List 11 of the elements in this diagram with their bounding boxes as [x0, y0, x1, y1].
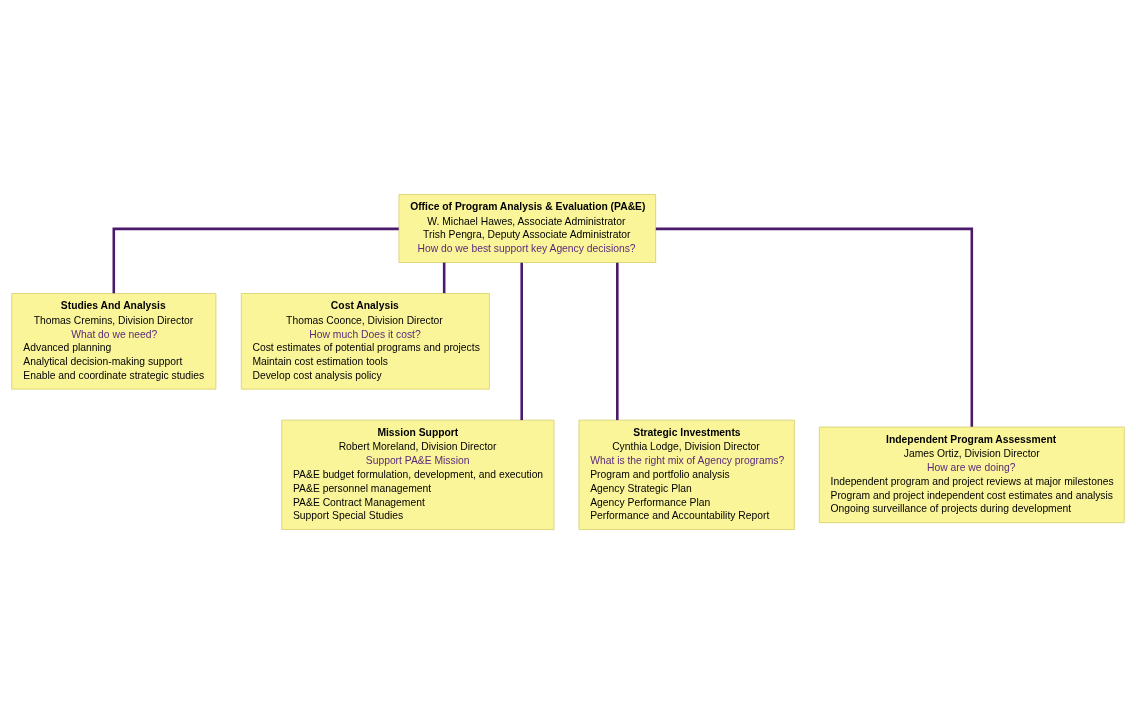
- connector: [112, 227, 399, 293]
- connector: [655, 227, 974, 427]
- connector: [616, 262, 619, 420]
- connector: [520, 262, 523, 420]
- node-box: Independent Program Assessment James Ortiz, Division Director How are we doing? Independent program and project reviews at major milestones Program and project independent cost estimates and analysis Ongoing surveillance of projects during development: [818, 426, 1125, 523]
- node-box: Mission Support Robert Moreland, Division Director Support PA&E Mission PA&E budget formulation, development, and execution PA&E personnel management PA&E Contract Management Support Special Studies: [281, 419, 555, 530]
- node-box: Studies And Analysis Thomas Cremins, Division Director What do we need? Advanced planning Analytical decision-making support Enable and coordinate strategic studies: [11, 292, 217, 390]
- node-box: Strategic Investments Cynthia Lodge, Division Director What is the right mix of Agency programs? Program and portfolio analysis Agency Strategic Plan Agency Performance Plan Performance and Accountability Report: [578, 419, 795, 530]
- node-box: Office of Program Analysis & Evaluation (PA&E) W. Michael Hawes, Associate Administrator Trish Pengra, Deputy Associate Administrator How do we best support key Agency decisions?: [398, 193, 657, 263]
- connector: [442, 262, 446, 293]
- node-box: Cost Analysis Thomas Coonce, Division Director How much Does it cost? Cost estimates of potential programs and projects Maintain cost estimation tools Develop cost analysis policy: [240, 292, 490, 390]
